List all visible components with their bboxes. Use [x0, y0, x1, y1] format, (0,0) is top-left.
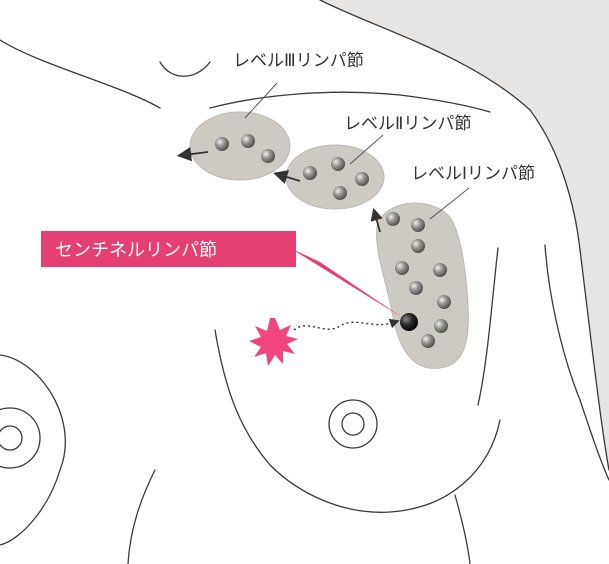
group-level2-area — [285, 144, 385, 210]
lymph-node-icon — [395, 261, 409, 275]
leader-level1 — [429, 187, 470, 220]
lymph-node-icon — [331, 157, 345, 171]
breast-cleavage-outline — [214, 329, 501, 513]
tumor-burst-icon — [249, 318, 298, 366]
lymph-node-icon — [411, 239, 425, 253]
left-breast-outline — [0, 354, 66, 546]
leader-level2 — [349, 134, 384, 165]
leader-level3 — [244, 82, 278, 119]
lymph-node-icon — [215, 137, 229, 151]
lymph-node-icon — [421, 334, 435, 348]
lymph-node-icon — [333, 186, 347, 200]
node-group-level3 — [176, 111, 291, 181]
sentinel-label: センチネルリンパ節 — [55, 240, 217, 261]
drainage-arrow-icon — [370, 207, 383, 233]
shoulder-outline — [319, 0, 609, 471]
right-nipple — [341, 412, 365, 436]
sentinel-callout-pointer — [290, 248, 403, 318]
arm-line — [544, 244, 609, 481]
lower-torso-left — [127, 469, 156, 564]
lymph-node-icon — [241, 134, 255, 148]
lymph-node-icon — [261, 149, 275, 163]
level2-label: レベルⅡリンパ節 — [344, 114, 471, 134]
drainage-arrow-icon — [273, 170, 301, 184]
sentinel-node — [400, 313, 418, 331]
drainage-arrow-icon — [176, 146, 209, 162]
left-nipple — [0, 425, 23, 451]
right-areola — [328, 399, 378, 449]
lymph-node-icon — [409, 281, 423, 295]
right-collarbone — [209, 91, 491, 113]
level1-label: レベルⅠリンパ節 — [411, 164, 535, 184]
tumor-drainage-path — [293, 318, 400, 331]
left-collarbone — [0, 39, 161, 109]
sentinel-label-box — [41, 231, 296, 267]
level3-label: レベルⅢリンパ節 — [233, 51, 364, 71]
lymph-node-icon — [434, 319, 448, 333]
lymph-node-icon — [433, 263, 447, 277]
lymph-node-icon — [411, 218, 425, 232]
node-group-level2 — [273, 144, 385, 210]
sternal-notch — [159, 61, 211, 77]
lymph-node-icon — [355, 172, 369, 186]
left-areola — [0, 407, 41, 469]
axilla-line — [477, 247, 499, 406]
group-level3-area — [189, 111, 291, 181]
lymph-node-icon — [437, 295, 451, 309]
lymph-node-icon — [303, 166, 317, 180]
lower-torso-right — [454, 494, 471, 564]
lymph-node-icon — [386, 212, 400, 226]
